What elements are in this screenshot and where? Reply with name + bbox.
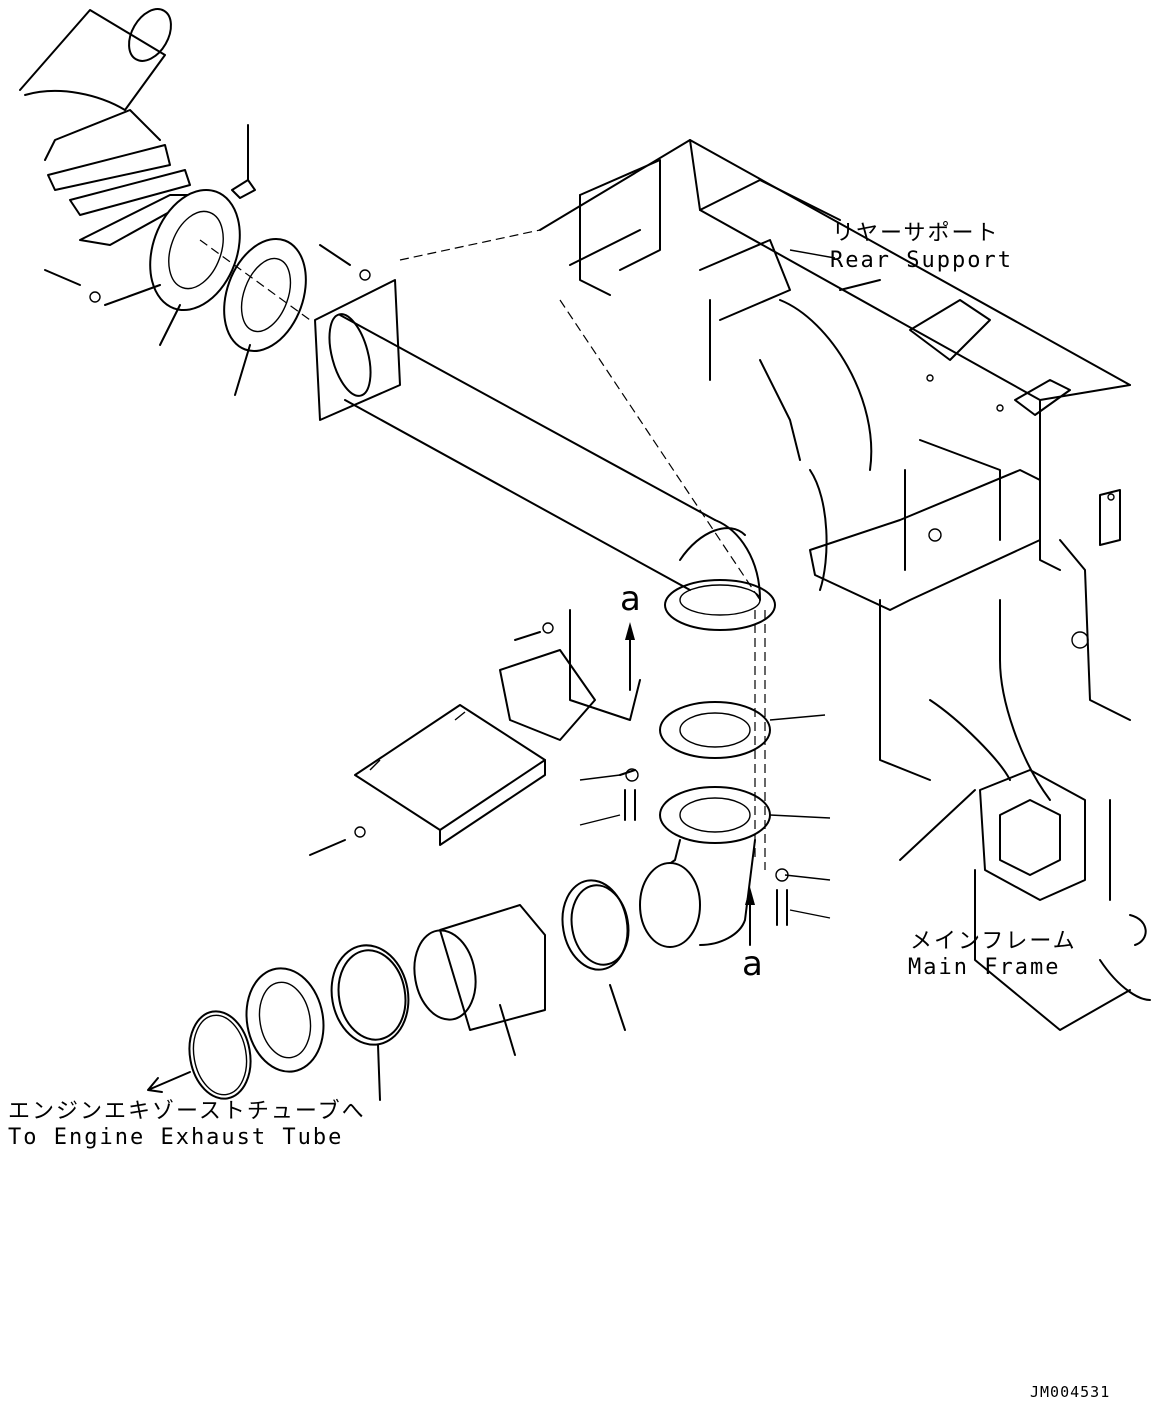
reference-arrows [625, 622, 755, 946]
bellows-and-clamps [188, 879, 630, 1101]
upper-flange-gaskets [44, 124, 371, 396]
main-frame-structure [539, 139, 1151, 1031]
mounting-brackets [309, 609, 641, 856]
marker-a-bottom: a [742, 944, 763, 984]
main-frame-jp-label: メインフレーム [910, 929, 1077, 954]
rear-support-en-label: Rear Support [830, 248, 1013, 273]
engine-direction-arrow [147, 1071, 191, 1093]
rear-support-jp-label: リヤーサポート [832, 221, 1000, 246]
drawing-number: JM004531 [1030, 1383, 1110, 1401]
marker-a-top: a [620, 579, 641, 619]
engine-tube-en-label: To Engine Exhaust Tube [8, 1125, 343, 1150]
main-exhaust-pipe [199, 229, 776, 631]
main-frame-en-label: Main Frame [908, 955, 1060, 980]
engine-tube-jp-label: エンジンエキゾーストチューブへ [8, 1099, 366, 1124]
callout-leaders [579, 249, 836, 919]
lower-elbow-assembly [619, 610, 789, 948]
